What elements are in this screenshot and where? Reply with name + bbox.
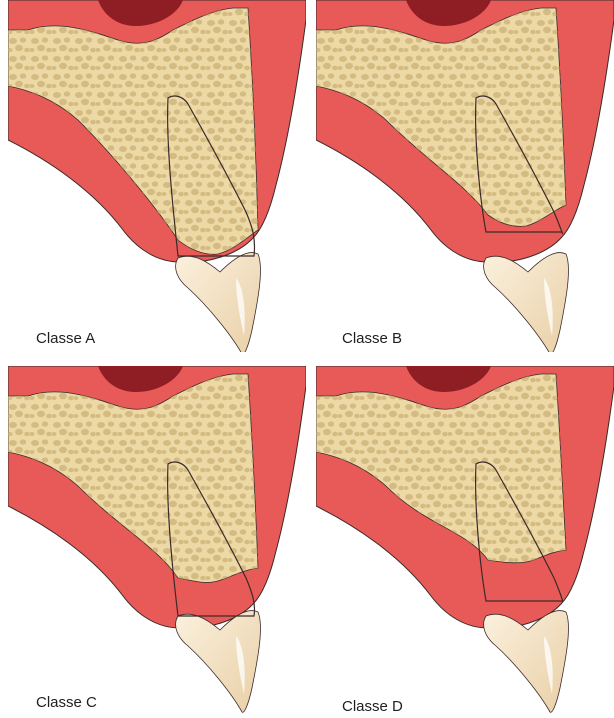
tooth-crown xyxy=(176,611,261,713)
ridge-illustration xyxy=(8,0,306,352)
panel-label: Classe D xyxy=(342,698,403,715)
panel-label: Classe B xyxy=(342,330,402,347)
panel-classe-c: Classe C xyxy=(8,366,306,718)
ridge-illustration xyxy=(316,0,614,352)
panel-classe-a: Classe A xyxy=(8,0,306,352)
ridge-illustration xyxy=(8,366,306,718)
ridge-illustration xyxy=(316,366,614,718)
panel-classe-b: Classe B xyxy=(316,0,614,352)
tooth-crown xyxy=(484,253,569,352)
tooth-crown xyxy=(484,611,569,713)
panel-label: Classe C xyxy=(36,694,97,711)
tooth-crown xyxy=(176,253,261,352)
panel-classe-d: Classe D xyxy=(316,366,614,718)
panel-label: Classe A xyxy=(36,330,95,347)
